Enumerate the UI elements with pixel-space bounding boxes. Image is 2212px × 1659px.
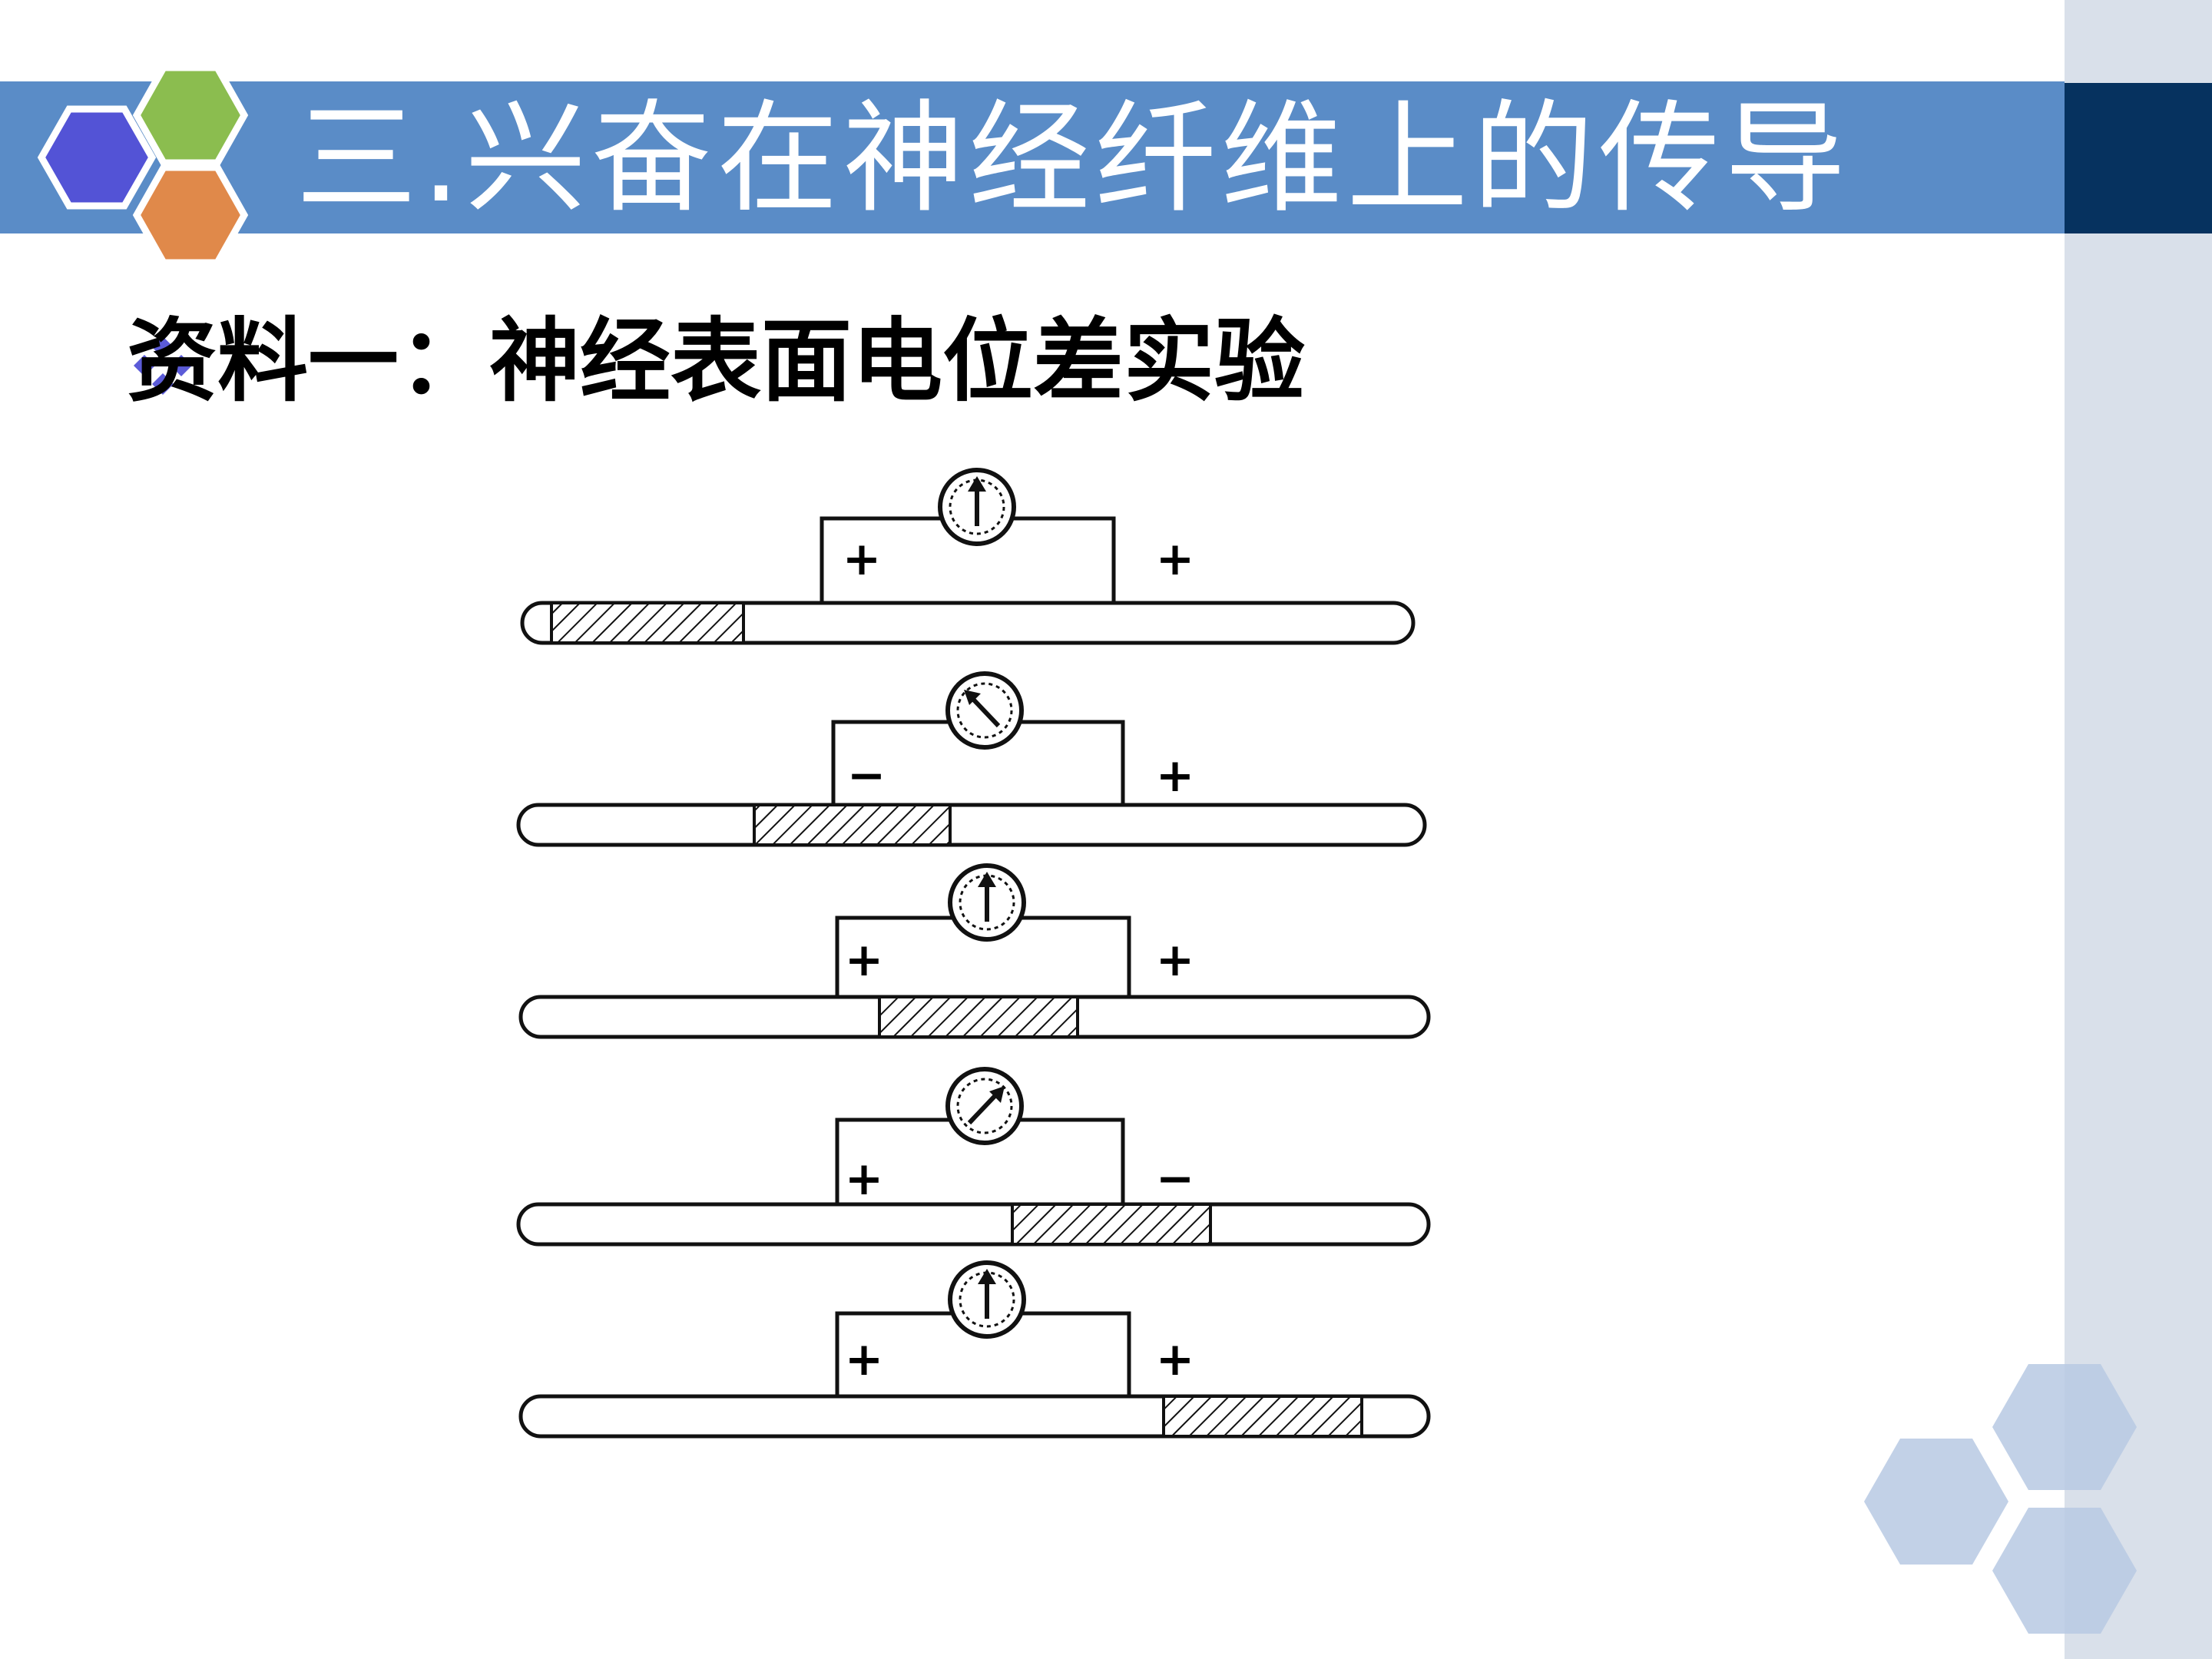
logo-hexagons	[37, 64, 249, 267]
diagram-panel-5: + +	[518, 1260, 1431, 1439]
needle-icon	[978, 1269, 996, 1319]
nerve-fiber	[516, 1202, 1431, 1247]
title-bar	[0, 81, 2065, 233]
excited-region	[550, 601, 745, 644]
diagram-panel-2: − +	[516, 671, 1427, 847]
corner-hexagons	[1864, 1364, 2137, 1634]
excited-region	[1011, 1203, 1212, 1246]
slide-title: 三.兴奋在神经纤维上的传导	[296, 88, 1851, 230]
needle-icon	[964, 690, 1001, 728]
needle-icon	[968, 476, 986, 526]
slide-subtitle: 资料一：神经表面电位差实验	[127, 308, 1306, 414]
hexagon-pale-icon	[1992, 1364, 2137, 1490]
right-navy-block	[2065, 83, 2212, 233]
left-sign: −	[847, 749, 886, 803]
needle-icon	[967, 1086, 1005, 1125]
excited-region	[753, 803, 952, 846]
needle-icon	[978, 872, 996, 922]
hexagon-pale-icon	[1992, 1508, 2137, 1634]
diagram-panel-3: + +	[518, 863, 1431, 1039]
excited-region	[878, 995, 1079, 1038]
right-sign: −	[1156, 1152, 1194, 1206]
diagram-panel-4: + −	[516, 1067, 1431, 1247]
right-sign: +	[1156, 749, 1194, 803]
bullet-diamond-icon	[134, 336, 192, 395]
hexagon-blue-icon	[37, 105, 157, 210]
hexagon-orange-icon	[132, 164, 249, 267]
nerve-fiber	[516, 803, 1427, 847]
hexagon-pale-icon	[1864, 1439, 2008, 1565]
left-sign: +	[843, 532, 881, 586]
excited-region	[1162, 1395, 1363, 1438]
right-sign: +	[1156, 532, 1194, 586]
diagram-panel-1: + +	[520, 468, 1416, 645]
left-sign: +	[845, 1152, 883, 1206]
left-sign: +	[845, 1333, 883, 1386]
hexagon-green-icon	[132, 64, 249, 167]
right-sign: +	[1156, 1333, 1194, 1386]
left-sign: +	[845, 933, 883, 987]
right-sign: +	[1156, 933, 1194, 987]
